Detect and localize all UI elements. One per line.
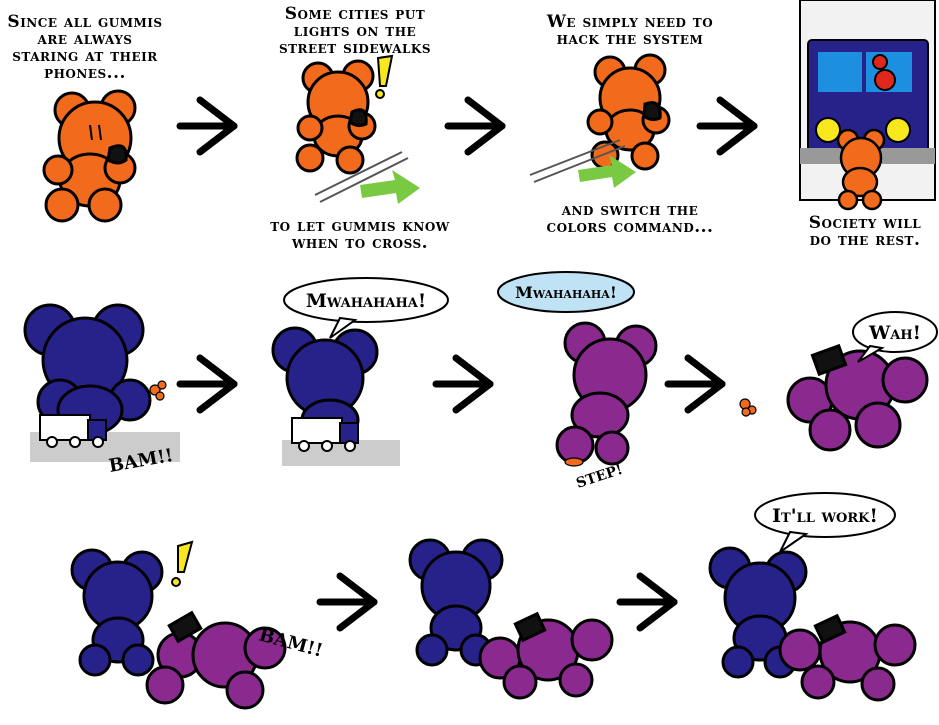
orange-gummi-2 — [295, 59, 377, 175]
right-arrow-icon — [320, 576, 374, 628]
navy-gummi-1 — [23, 303, 152, 436]
speech-bubble-blue — [497, 271, 635, 313]
caption-4-line-2: hack the system — [556, 29, 704, 49]
caption-5: and switch the colors command... — [530, 202, 730, 236]
orange-gummi-1 — [42, 89, 137, 223]
green-arrow-icon — [360, 170, 420, 204]
caption-1-line-1: Since all gummis — [7, 12, 163, 32]
right-arrow-icon — [700, 100, 754, 152]
sidewalk-lines-2 — [529, 139, 626, 183]
exclamation-icon — [171, 540, 194, 587]
caption-1-line-3: staring at their — [12, 46, 158, 66]
speech-text-itll-work: It'll work! — [772, 505, 878, 527]
navy-gummi-5 — [708, 546, 808, 679]
orange-gummi-tiny-2 — [564, 457, 584, 467]
caption-5-line-1: and switch the — [561, 200, 699, 220]
orange-gummi-tiny-1 — [149, 380, 167, 401]
caption-1: Since all gummis are always staring at t… — [0, 14, 170, 82]
speech-text-wah: Wah! — [868, 322, 921, 344]
right-arrow-icon — [180, 100, 234, 152]
orange-gummi-4 — [836, 128, 886, 211]
purple-gummi-4 — [478, 611, 614, 700]
right-arrow-icon — [668, 358, 722, 410]
purple-gummi-3 — [145, 610, 287, 710]
caption-3-line-2: when to cross. — [291, 233, 429, 253]
toy-truck-2 — [291, 417, 359, 452]
speech-bubble-itll-work — [754, 492, 896, 553]
purple-gummi-2 — [786, 343, 929, 452]
purple-gummi-1 — [555, 321, 658, 466]
caption-2-line-3: street sidewalks — [278, 38, 432, 58]
green-arrow-icon — [578, 155, 636, 188]
caption-6: Society will do the rest. — [790, 215, 939, 249]
navy-gummi-3 — [70, 548, 164, 677]
caption-3-line-1: to let gummis know — [270, 216, 450, 236]
toy-truck — [39, 414, 107, 448]
caption-5-line-2: colors command... — [546, 217, 714, 237]
purple-gummi-5 — [778, 613, 917, 702]
caption-3: to let gummis know when to cross. — [255, 218, 465, 252]
caption-1-line-2: are always — [37, 29, 133, 49]
sfx-step: STEP! — [574, 462, 624, 492]
speech-bubble-white — [283, 277, 449, 339]
right-arrow-icon — [436, 358, 490, 410]
caption-4-line-1: We simply need to — [546, 12, 714, 32]
exclamation-icon — [375, 54, 394, 99]
speech-text-mwahaha: Mwahahaha! — [306, 290, 426, 312]
right-arrow-icon — [448, 100, 502, 152]
speech-bubble-wah — [852, 311, 938, 363]
speech-text-mwahaha-blue: Mwahahaha! — [515, 283, 617, 302]
orange-gummi-tiny-3 — [739, 398, 757, 417]
orange-gummi-3 — [586, 53, 671, 171]
right-arrow-icon — [180, 358, 234, 410]
sidewalk-lines — [314, 151, 409, 203]
caption-2: Some cities put lights on the street sid… — [265, 6, 445, 57]
caption-2-line-1: Some cities put — [284, 4, 426, 24]
navy-gummi-4 — [408, 538, 504, 667]
caption-1-line-4: phones... — [44, 63, 126, 83]
right-arrow-icon — [620, 576, 674, 628]
caption-6-line-1: Society will — [808, 213, 922, 233]
caption-2-line-2: lights on the — [293, 21, 417, 41]
caption-6-line-2: do the rest. — [809, 230, 921, 250]
caption-4: We simply need to hack the system — [525, 14, 735, 48]
